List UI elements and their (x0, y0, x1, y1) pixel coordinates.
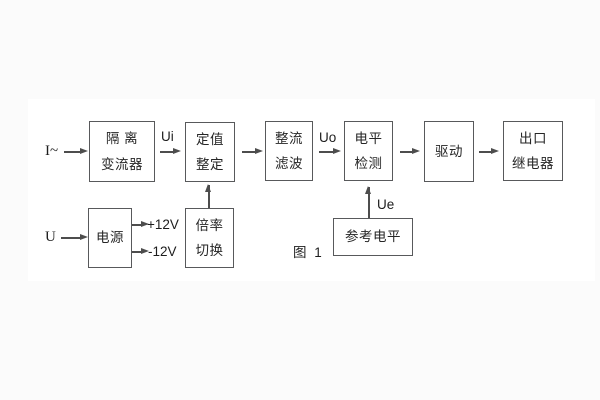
input-current-label: I~ (45, 143, 59, 159)
block-text: 整流 (275, 130, 303, 146)
block-drive: 驱动 (424, 121, 474, 182)
block-setting-adjust: 定值 整定 (185, 122, 235, 182)
arrow-voltage-to-power (61, 234, 88, 240)
block-text: 变流器 (101, 156, 143, 172)
arrow-reference-to-level (365, 186, 371, 218)
block-text: 参考电平 (345, 229, 401, 245)
block-reference-level: 参考电平 (333, 218, 413, 256)
block-text: 电源 (96, 230, 124, 246)
signal-ui-label: Ui (161, 129, 174, 144)
input-voltage-label: U (45, 229, 56, 245)
arrow-ratio-to-setting (205, 184, 211, 208)
block-text: 定值 (196, 131, 224, 147)
arrow-current-to-isolation (64, 148, 88, 154)
block-text: 检测 (354, 156, 383, 171)
arrow-power-plus12v (132, 221, 149, 227)
block-output-relay: 出口 继电器 (503, 121, 563, 181)
block-text: 切换 (195, 243, 224, 258)
block-power-supply: 电源 (88, 208, 132, 268)
figure-caption: 图 1 (293, 245, 324, 260)
arrow-power-minus12v (132, 248, 149, 254)
arrow-drive-to-outlet (479, 148, 499, 154)
block-ratio-switch: 倍率 切换 (185, 208, 234, 268)
signal-uo-label: Uo (319, 130, 337, 145)
block-text: 出口 (519, 130, 547, 146)
block-text: 驱动 (435, 143, 463, 159)
block-rectifier-filter: 整流 滤波 (265, 121, 313, 181)
block-text: 整定 (196, 157, 224, 172)
block-text: 滤波 (275, 156, 303, 171)
block-isolation-transformer: 隔 离 变流器 (89, 121, 155, 182)
arrow-isolation-to-setting (160, 148, 181, 154)
block-text: 继电器 (512, 156, 554, 171)
block-level-detect: 电平 检测 (344, 121, 393, 181)
plus12v-label: +12V (147, 217, 179, 232)
arrow-level-to-drive (400, 148, 420, 154)
signal-ue-label: Ue (377, 197, 395, 212)
minus12v-label: -12V (148, 244, 177, 259)
arrow-rectifier-to-level (319, 148, 341, 154)
block-text: 电平 (354, 130, 383, 146)
block-text: 隔 离 (105, 131, 139, 146)
block-text: 倍率 (195, 217, 224, 233)
arrow-setting-to-rectifier (242, 148, 263, 154)
